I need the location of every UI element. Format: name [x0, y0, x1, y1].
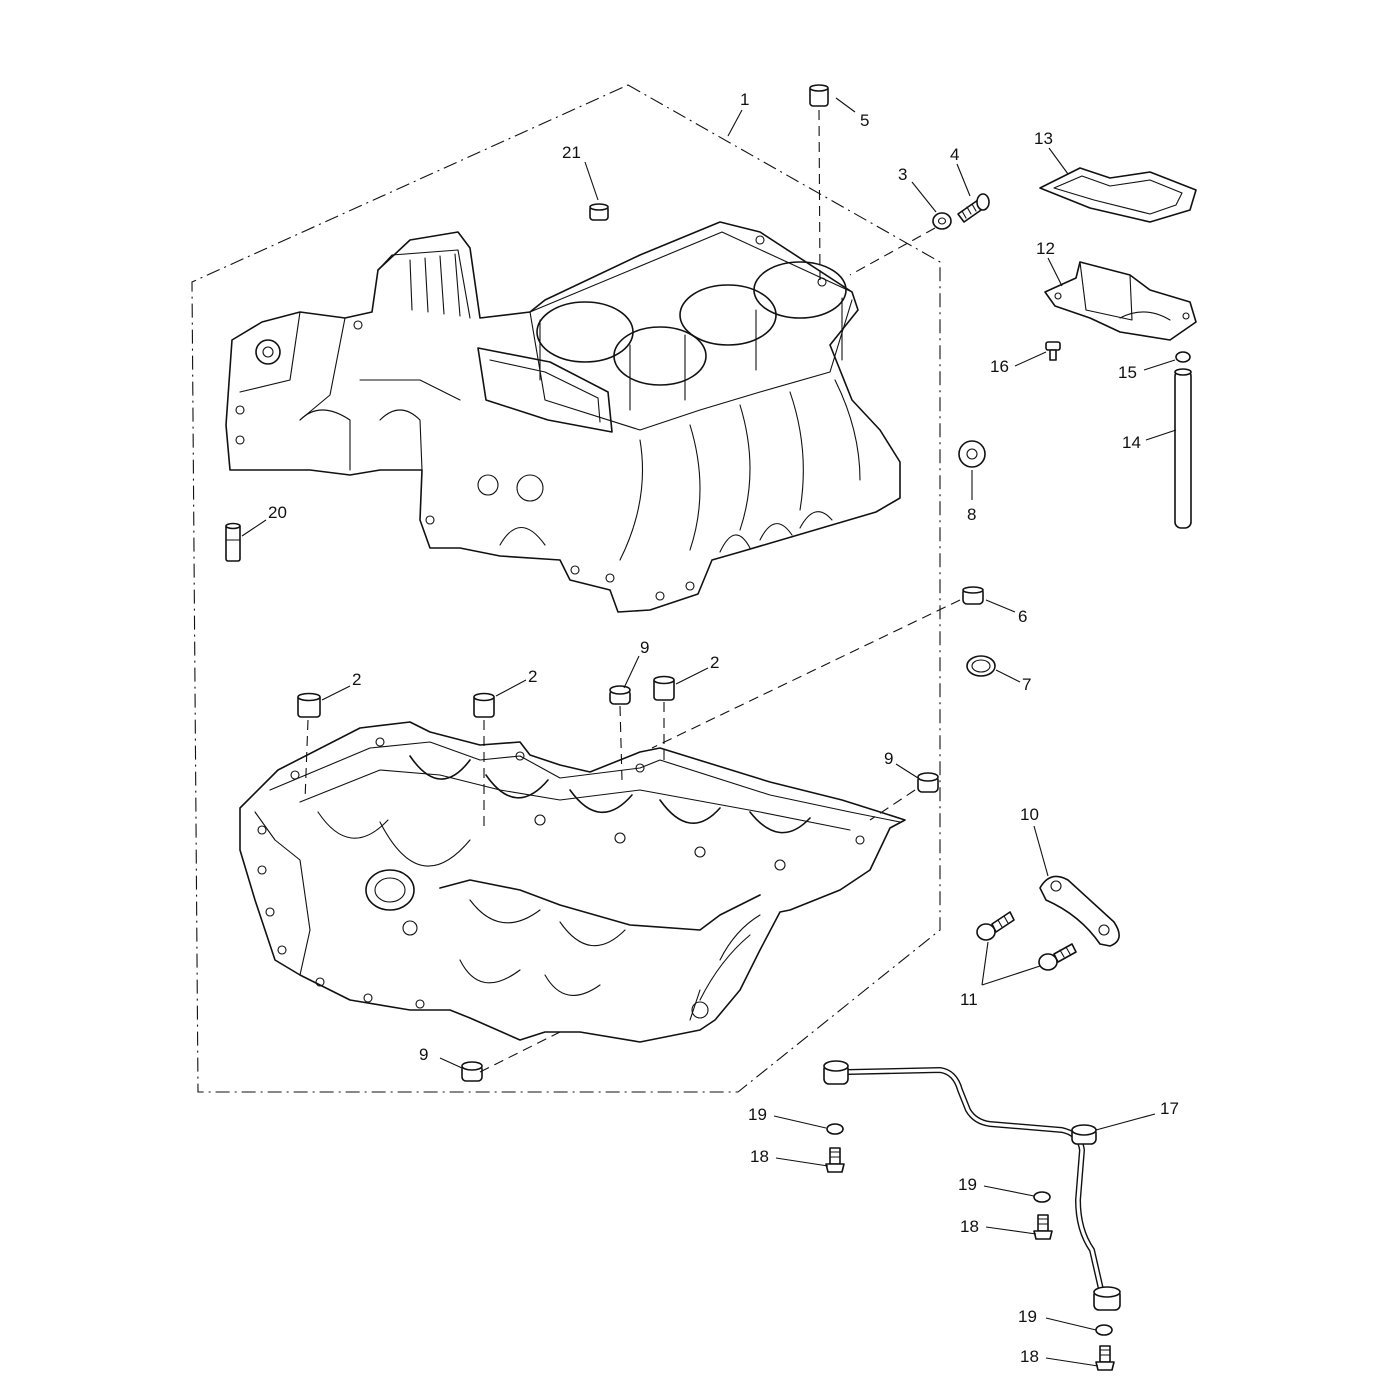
callout-21: 21 [562, 143, 581, 162]
callout-9a: 9 [640, 638, 649, 657]
oil-pipe-17 [823, 1060, 1121, 1311]
bolt-11b [1038, 943, 1077, 971]
callout-3: 3 [898, 165, 907, 184]
callout-19a: 19 [748, 1105, 767, 1124]
leader-lines [241, 97, 1177, 1367]
callout-18a: 18 [750, 1147, 769, 1166]
gasket-13 [1039, 167, 1197, 223]
callout-1: 1 [740, 90, 749, 109]
bolt-18c [1095, 1345, 1115, 1371]
callout-labels: 1 5 21 3 4 13 12 16 15 14 8 20 6 7 9 2 2… [268, 90, 1179, 1366]
lower-crankcase [239, 721, 906, 1043]
bolt-18a [825, 1147, 845, 1173]
plug-bolt-4 [957, 193, 990, 223]
alignment-lines [304, 109, 961, 1073]
callout-11: 11 [960, 990, 978, 1009]
callout-18c: 18 [1020, 1347, 1039, 1366]
dowel-2b [473, 692, 495, 718]
washer-19b [1033, 1191, 1051, 1203]
upper-crankcase [225, 221, 901, 613]
plug-9c [461, 1061, 483, 1082]
o-ring-15 [1175, 351, 1191, 363]
callout-6: 6 [1018, 607, 1027, 626]
dowel-2c [653, 675, 675, 701]
bolt-16 [1045, 341, 1061, 361]
callout-12: 12 [1036, 239, 1055, 258]
callout-2c: 2 [710, 653, 719, 672]
dowel-21 [589, 203, 609, 221]
callout-19b: 19 [958, 1175, 977, 1194]
callout-4: 4 [950, 145, 959, 164]
bracket-10 [1039, 875, 1120, 947]
plug-9a [609, 685, 631, 705]
callout-10: 10 [1020, 805, 1039, 824]
plug-9b [917, 772, 939, 793]
assembly-boundary [191, 84, 941, 1093]
bolt-18b [1033, 1214, 1053, 1240]
callout-8: 8 [967, 505, 976, 524]
callout-9c: 9 [419, 1045, 428, 1064]
callout-16: 16 [990, 357, 1009, 376]
bolt-11a [976, 911, 1015, 941]
callout-9b: 9 [884, 749, 893, 768]
pin-20 [225, 522, 241, 562]
callout-2a: 2 [352, 670, 361, 689]
callout-5: 5 [860, 111, 869, 130]
dowel-6 [962, 586, 984, 605]
washer-19a [826, 1123, 844, 1135]
dowel-5 [809, 84, 829, 107]
callout-13: 13 [1034, 129, 1053, 148]
washer-3 [932, 212, 952, 230]
dowel-2a [297, 692, 321, 718]
washer-8 [958, 440, 986, 468]
callout-19c: 19 [1018, 1307, 1037, 1326]
callout-20: 20 [268, 503, 287, 522]
callout-14: 14 [1122, 433, 1141, 452]
callout-2b: 2 [528, 667, 537, 686]
callout-18b: 18 [960, 1217, 979, 1236]
callout-15: 15 [1118, 363, 1137, 382]
callout-7: 7 [1022, 675, 1031, 694]
callout-17: 17 [1160, 1099, 1179, 1118]
circlip-7 [966, 655, 996, 677]
washer-19c [1095, 1324, 1113, 1336]
tube-14 [1174, 368, 1192, 529]
cover-plate-12 [1044, 261, 1197, 341]
